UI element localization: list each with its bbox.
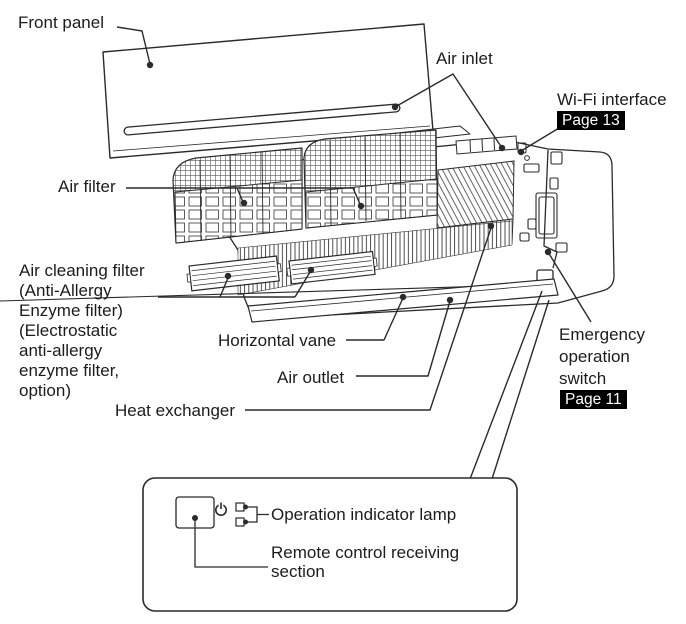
callout-dot [498,144,506,152]
power-icon [215,502,228,516]
leader-air-inlet [394,73,503,149]
label-heat-exchanger: Heat exchanger [115,401,236,420]
callout-dot [544,248,552,256]
label-horizontal-vane: Horizontal vane [218,331,337,350]
label-front-panel: Front panel [18,13,104,32]
end-cap-inner-line [543,149,558,269]
leader-air-outlet [356,300,451,377]
badge-wifi-page: Page 13 [557,111,625,130]
air-cleaning-filter-parts [186,250,378,292]
leader-front-panel [116,26,151,65]
leader-wifi [520,127,560,152]
air-filter-parts [172,125,471,244]
label-air-filter: Air filter [58,177,116,196]
inset-callout-line-2 [491,299,550,480]
callout-dot [399,293,407,301]
leader-horizontal-vane [346,297,404,341]
badge-emergency-page: Page 11 [560,390,627,409]
label-wifi-interface: Wi-Fi interface [557,90,667,109]
leader-emergency-switch [547,251,592,323]
label-operation-indicator-lamp: Operation indicator lamp [271,505,457,524]
callout-dot [446,296,454,304]
front-panel-part [102,23,434,159]
label-air-cleaning-filter: Air cleaning filter (Anti-Allergy Enzyme… [19,261,145,400]
callout-dot [192,515,198,521]
label-emergency-switch: Emergency operation switch [559,325,645,388]
leader-remote-receiver [194,521,268,568]
callout-dot [517,148,525,156]
callout-dot [224,272,232,280]
callout-dot [146,61,154,69]
lamp-bracket-line [246,506,269,523]
callout-dot [307,266,315,274]
callout-dots [146,61,552,304]
callout-dot [240,199,248,207]
leader-heat-exchanger [245,227,492,411]
callout-dot [487,222,495,230]
end-cap-cutouts [519,151,568,253]
inset-callout-line-1 [469,290,543,480]
indicator-lamp-icon [235,502,248,527]
leader-lines [116,26,592,480]
display-section-inset [142,477,518,612]
label-air-inlet: Air inlet [436,49,493,68]
label-air-outlet: Air outlet [277,368,345,387]
callout-dot [391,103,399,111]
panel-slot-inner [124,104,400,135]
callout-dot [357,202,365,210]
label-remote-control-receiving: Remote control receiving section [271,543,460,581]
